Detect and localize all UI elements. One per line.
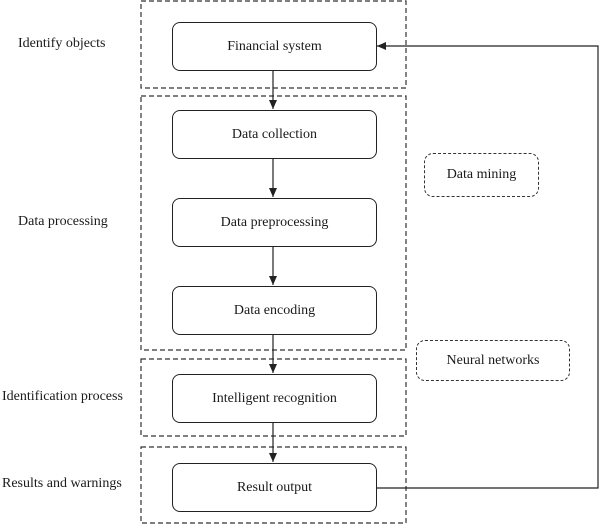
- stage-label-data-processing: Data processing: [18, 214, 108, 229]
- node-data-encoding: Data encoding: [172, 286, 377, 335]
- stage-label-identification-process: Identification process: [2, 389, 123, 404]
- method-tag-data-mining: Data mining: [424, 153, 539, 197]
- node-financial-system: Financial system: [172, 22, 377, 71]
- node-result-output: Result output: [172, 463, 377, 512]
- node-data-preprocessing: Data preprocessing: [172, 198, 377, 247]
- node-intelligent-recognition: Intelligent recognition: [172, 374, 377, 423]
- node-data-collection: Data collection: [172, 110, 377, 159]
- stage-label-results-and-warnings: Results and warnings: [2, 476, 122, 491]
- feedback-loop-arrow: [377, 42, 599, 489]
- stage-label-identify-objects: Identify objects: [18, 36, 106, 51]
- method-tag-neural-networks: Neural networks: [416, 340, 570, 381]
